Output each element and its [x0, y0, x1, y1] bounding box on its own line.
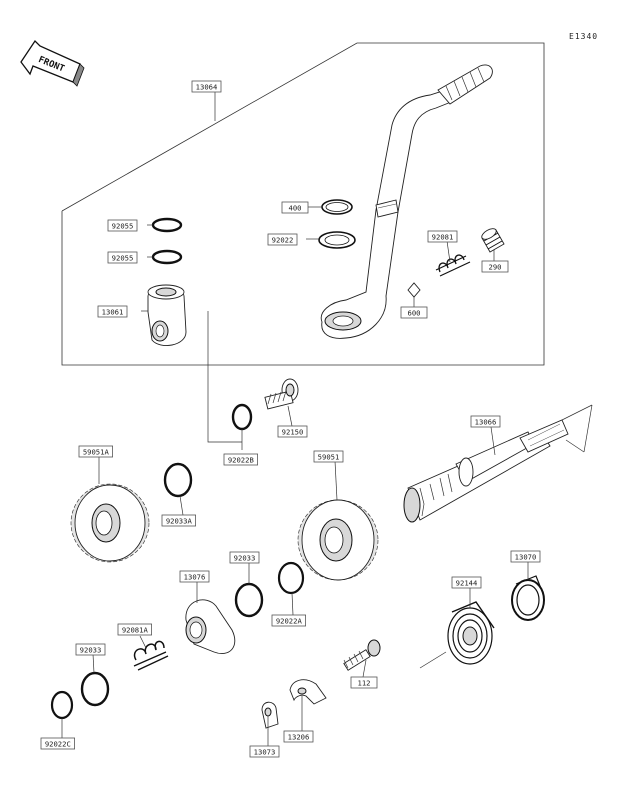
part-label-59051A: 59051A — [78, 445, 113, 458]
part-label-59051: 59051 — [313, 450, 344, 463]
part-number: 13064 — [196, 82, 218, 91]
part-number: 600 — [408, 308, 421, 317]
steel-ball — [407, 282, 421, 298]
part-label-92033A: 92033A — [161, 514, 196, 527]
part-label-92033: 92033 — [229, 551, 260, 564]
circlip-92033A — [163, 462, 193, 498]
part-number: 92022B — [228, 455, 254, 464]
o-ring-lower — [151, 249, 183, 265]
o-ring-upper — [151, 217, 183, 233]
detent-spring — [435, 254, 471, 277]
part-label-13076: 13076 — [179, 570, 210, 583]
washer-92022A — [277, 561, 305, 595]
part-number: 92022 — [272, 235, 294, 244]
part-number: 13206 — [288, 732, 310, 741]
part-label-92022C: 92022C — [40, 737, 75, 750]
part-number: 92022A — [276, 616, 303, 625]
part-number: 92081 — [432, 232, 454, 241]
diagram-code: E1340 — [569, 32, 598, 41]
part-label-290: 290 — [481, 260, 509, 273]
kick-pedal-assembly-frame — [61, 42, 545, 366]
part-number: 13061 — [102, 307, 124, 316]
idle-gear-59051A — [70, 483, 150, 563]
washer-92022B — [231, 403, 253, 431]
leader-lines — [61, 206, 529, 746]
washer-92022C — [50, 690, 74, 720]
guide-13070 — [511, 575, 545, 621]
part-number: 92150 — [282, 427, 304, 436]
part-label-92150: 92150 — [277, 425, 308, 438]
stopper-13073 — [261, 701, 279, 729]
part-number: 59051A — [83, 447, 110, 456]
part-number: 92055 — [112, 221, 134, 230]
guide-13206 — [289, 679, 327, 705]
part-label-400: 400 — [281, 201, 309, 214]
part-label-13066: 13066 — [470, 415, 501, 428]
part-number: 92144 — [456, 578, 478, 587]
part-label-600: 600 — [400, 306, 428, 319]
part-number: 13070 — [515, 552, 537, 561]
part-label-112: 112 — [350, 676, 378, 689]
part-number: 92022C — [45, 739, 71, 748]
part-number: 92081A — [122, 625, 149, 634]
part-label-92022B: 92022B — [223, 453, 258, 466]
part-label-13061: 13061 — [97, 305, 128, 318]
washer-92022 — [318, 231, 356, 249]
front-arrow-icon: FRONT — [20, 39, 85, 87]
part-number-labels: 13064 92055 92055 13061 400 92022 92081 290 600 9… — [40, 80, 541, 758]
part-number: 13066 — [475, 417, 497, 426]
part-number: 13076 — [184, 572, 206, 581]
bolt-112 — [343, 639, 381, 671]
ratchet-spring — [133, 640, 169, 671]
part-label-92081: 92081 — [427, 230, 458, 243]
part-label-92055a: 92055 — [107, 219, 138, 232]
part-label-13070: 13070 — [510, 550, 541, 563]
part-label-13064: 13064 — [191, 80, 222, 93]
part-label-92033b: 92033 — [75, 643, 106, 656]
part-label-13206: 13206 — [283, 730, 314, 743]
kick-gear-59051 — [297, 499, 379, 581]
part-number: 290 — [489, 262, 502, 271]
part-number: 112 — [358, 678, 371, 687]
kick-pedal-knuckle — [147, 284, 187, 347]
part-number: 13073 — [254, 747, 276, 756]
part-label-13073: 13073 — [249, 745, 280, 758]
kick-pedal-lever — [320, 64, 493, 339]
part-number: 400 — [289, 203, 302, 212]
circlip-92033-lower — [80, 671, 110, 707]
part-label-92144: 92144 — [451, 576, 482, 589]
part-label-92022: 92022 — [267, 233, 298, 246]
part-number: 92033A — [166, 516, 193, 525]
part-number: 59051 — [318, 452, 340, 461]
bolt-92150 — [264, 378, 299, 410]
part-number: 92033 — [80, 645, 102, 654]
part-label-92022A: 92022A — [271, 614, 306, 627]
spring-cap — [481, 228, 505, 253]
part-number: 92055 — [112, 253, 134, 262]
ratchet-13076 — [185, 599, 236, 654]
kick-shaft — [403, 404, 593, 523]
part-number: 92033 — [234, 553, 256, 562]
part-label-92081A: 92081A — [117, 623, 152, 636]
part-label-92055b: 92055 — [107, 251, 138, 264]
kick-spring-92144 — [419, 601, 495, 669]
circlip-92033 — [234, 582, 264, 618]
